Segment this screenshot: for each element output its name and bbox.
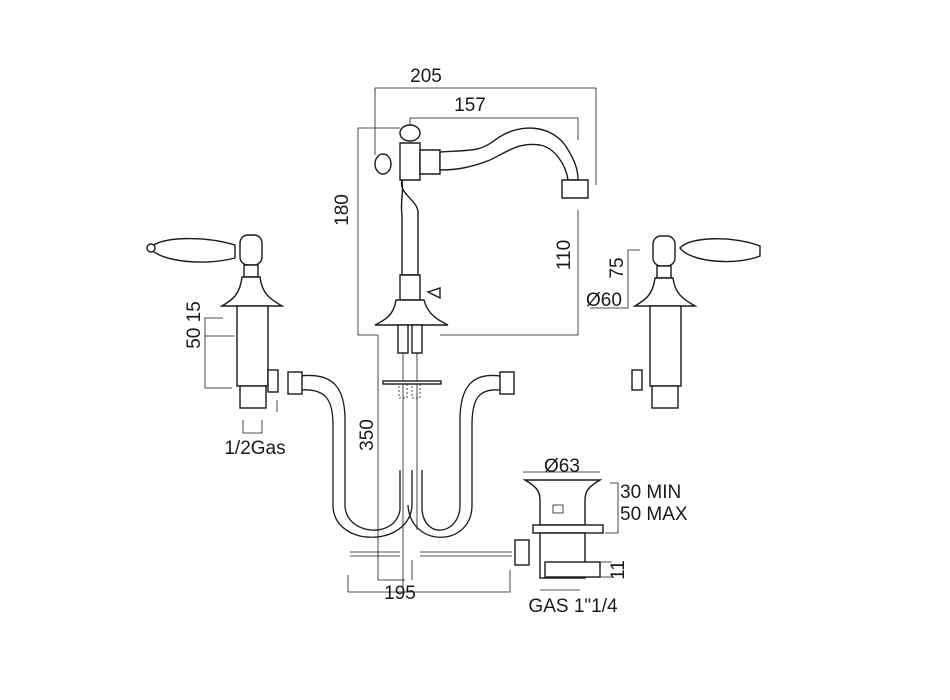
dimension-lines bbox=[204, 87, 640, 593]
dim-drain-thread: GAS 1"1/4 bbox=[528, 596, 618, 617]
spout-mixer-body bbox=[374, 124, 589, 326]
dim-drain-small: 11 bbox=[608, 560, 629, 580]
dim-spout-reach: 157 bbox=[454, 95, 486, 116]
pop-up-drain bbox=[350, 479, 604, 580]
dim-handle-height: 75 bbox=[607, 257, 628, 278]
dim-overall-height: 180 bbox=[332, 194, 353, 226]
dim-overall-width: 205 bbox=[410, 66, 442, 87]
dim-drain-diameter: Ø63 bbox=[544, 456, 580, 477]
dim-drain-offset: 195 bbox=[384, 583, 416, 604]
dim-inlet-thread: 1/2Gas bbox=[224, 438, 285, 459]
supply-tails bbox=[382, 324, 442, 590]
dim-hose-length: 350 bbox=[357, 419, 378, 451]
flexible-hoses bbox=[287, 371, 515, 538]
dim-drain-min: 30 MIN bbox=[620, 482, 681, 503]
dim-drain-max: 50 MAX bbox=[620, 504, 688, 525]
dim-left-valve: 50 15 bbox=[184, 301, 205, 349]
left-handle-valve bbox=[146, 234, 285, 409]
right-handle-valve bbox=[631, 235, 761, 409]
dim-spout-height: 110 bbox=[554, 240, 575, 270]
dim-flange-diameter: Ø60 bbox=[586, 290, 622, 311]
